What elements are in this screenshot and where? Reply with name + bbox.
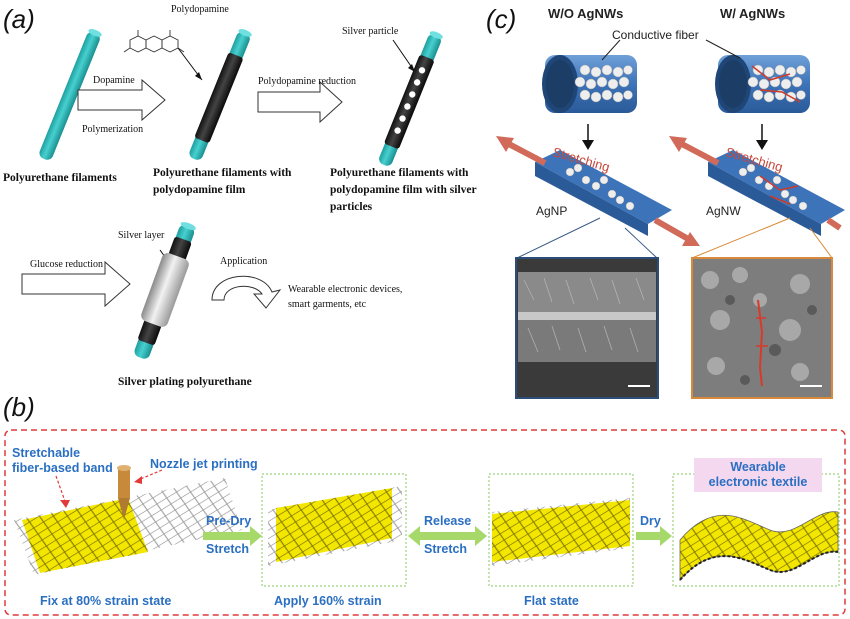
silver-layer-label: Silver layer: [118, 230, 165, 241]
heading-with-agnws: W/ AgNWs: [720, 6, 786, 21]
fiber-cross-section-right: [715, 55, 810, 113]
stretch-label-2: Stretch: [424, 542, 468, 556]
state-apply-160: Apply 160% strain: [274, 594, 382, 608]
filament-silver-particles: [379, 31, 443, 166]
box-wearable: [672, 473, 840, 587]
fiber-cross-section-left: [542, 55, 637, 113]
panel-c-label: (c): [486, 4, 517, 34]
sem-image-left: [515, 257, 659, 399]
conductive-fiber-label: Conductive fiber: [612, 28, 699, 42]
wearable-textile-label: Wearable electronic textile: [694, 460, 822, 490]
application-line: Wearable electronic devices,: [288, 284, 403, 295]
state-flat: Flat state: [524, 594, 579, 608]
arrow-dopamine: [77, 78, 166, 122]
caption-line: Polyurethane filaments with: [330, 167, 469, 179]
band-line: fiber-based band: [12, 461, 113, 475]
silver-particle-label: Silver particle: [342, 26, 399, 37]
mesh-stage-1: [14, 465, 242, 575]
glucose-label: Glucose reduction: [30, 259, 104, 270]
polymerization-label: Polymerization: [82, 124, 144, 135]
stretchable-band-label: Stretchable fiber-based band: [12, 446, 113, 476]
filament-polydopamine: [189, 29, 252, 160]
stretched-fiber-right: [669, 136, 845, 236]
application-label: Application: [220, 256, 268, 267]
arrow-polydopamine-reduction: [257, 80, 343, 124]
arrow-pre-dry-stretch: [203, 526, 262, 546]
caption-line: particles: [330, 201, 373, 213]
release-label: Release: [424, 514, 472, 528]
mesh-stage-3: [492, 498, 630, 566]
caption-line: polydopamine film with silver: [330, 184, 477, 196]
stretched-fiber-left: [496, 136, 700, 246]
agnw-label: AgNW: [706, 204, 741, 218]
stretch-label-1: Stretch: [206, 542, 250, 556]
caption-line: Polyurethane filaments with: [153, 167, 292, 179]
caption-silver-particles: Polyurethane filaments with polydopamine…: [330, 165, 477, 216]
mesh-stage-2: [268, 486, 402, 566]
wearable-line: Wearable: [730, 460, 786, 474]
panel-b-label: (b): [3, 392, 35, 422]
arrow-release-stretch: [408, 526, 487, 546]
down-arrow-left: [582, 124, 594, 150]
box-stretch: [261, 473, 407, 587]
application-text: Wearable electronic devices, smart garme…: [288, 282, 402, 312]
sem-image-right: [691, 257, 833, 399]
wearable-line: electronic textile: [708, 475, 808, 489]
panel-b-border: [4, 429, 846, 616]
agnp-label: AgNP: [536, 204, 568, 218]
band-line: Stretchable: [12, 446, 81, 460]
wearable-label-box: [694, 458, 822, 492]
down-arrow-right: [756, 124, 768, 150]
arrow-glucose-reduction: [21, 260, 131, 308]
heading-without-agnws: W/O AgNWs: [548, 6, 624, 21]
dopamine-label: Dopamine: [93, 75, 135, 86]
filament-plain: [39, 29, 102, 160]
panel-a-label: (a): [3, 4, 35, 34]
dry-label: Dry: [640, 514, 661, 528]
box-flat: [488, 473, 634, 587]
caption-polyurethane: Polyurethane filaments: [3, 172, 117, 184]
filament-silver-plated: [134, 222, 196, 359]
caption-line: polydopamine film: [153, 184, 246, 196]
polydopamine-reduction-label: Polydopamine reduction: [258, 76, 357, 87]
application-line: smart garments, etc: [288, 299, 367, 310]
application-arrow: [211, 275, 282, 309]
polydopamine-label: Polydopamine: [171, 4, 229, 15]
caption-silver-plating: Silver plating polyurethane: [118, 376, 252, 388]
pre-dry-label: Pre-Dry: [206, 514, 252, 528]
nozzle-jet-label: Nozzle jet printing: [150, 457, 258, 471]
state-fix-80: Fix at 80% strain state: [40, 594, 172, 608]
arrow-dry: [636, 526, 672, 546]
mesh-stage-4: [679, 511, 839, 582]
caption-polydopamine-film: Polyurethane filaments with polydopamine…: [153, 165, 291, 199]
